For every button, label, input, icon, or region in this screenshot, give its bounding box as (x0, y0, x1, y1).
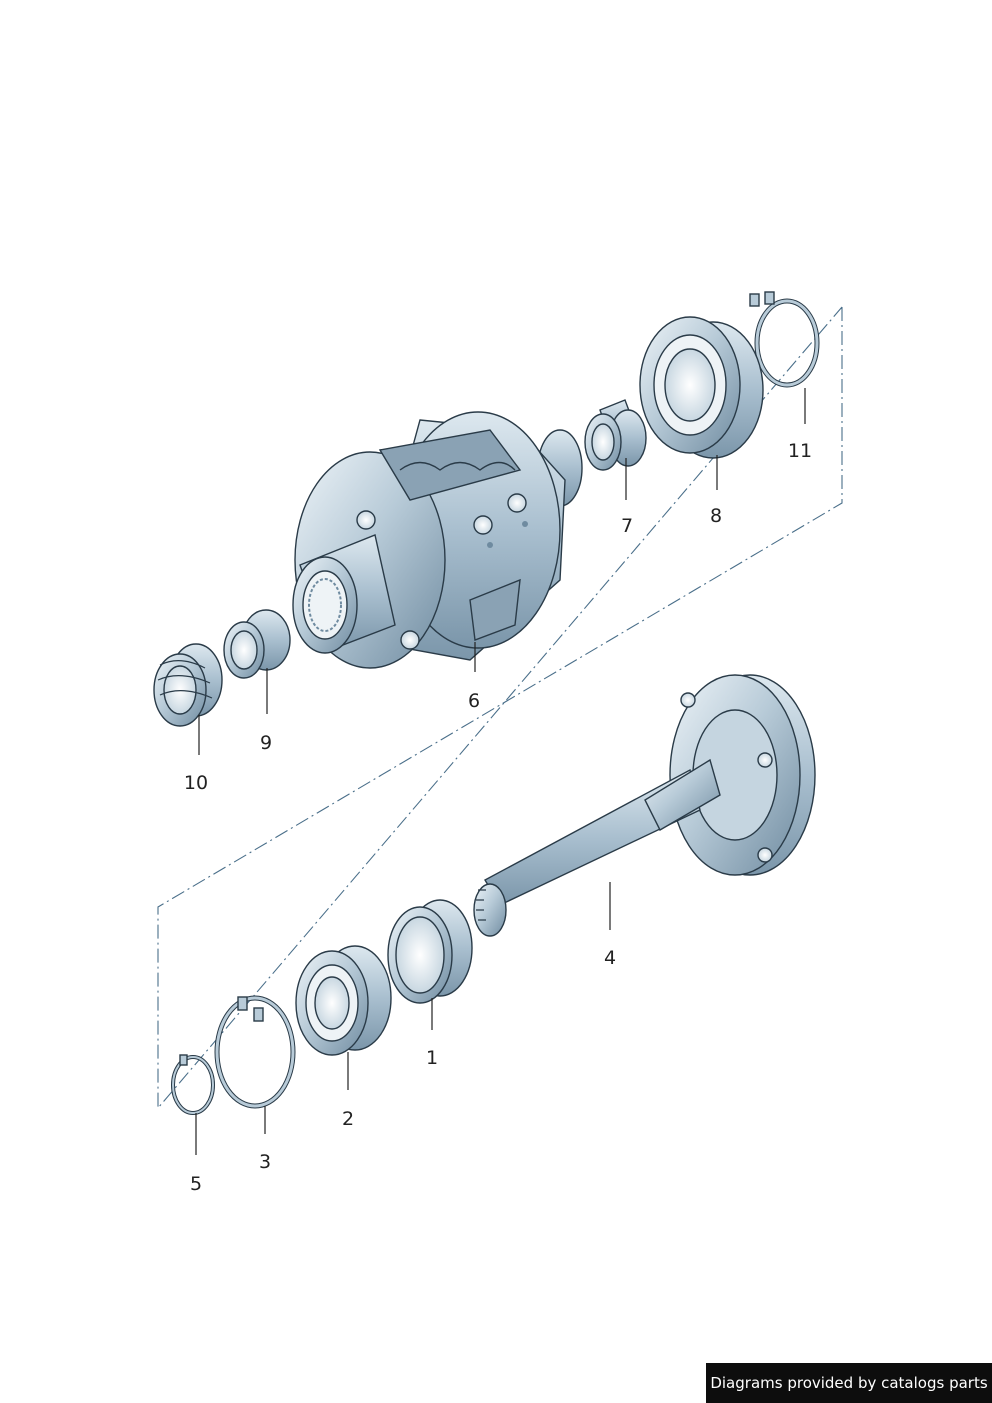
callout-11: 11 (788, 440, 812, 462)
callout-5: 5 (190, 1173, 202, 1195)
part-5-small-circlip (171, 1054, 215, 1115)
part-3-circlip (214, 995, 296, 1109)
diagram-credit-badge: Diagrams provided by catalogs parts (706, 1363, 992, 1403)
assembly-axis-line (157, 306, 843, 1110)
callout-2: 2 (342, 1108, 354, 1130)
part-11-circlip (749, 291, 820, 388)
callout-6: 6 (468, 690, 480, 712)
part-8-ball-bearing (639, 316, 764, 459)
callout-9: 9 (260, 732, 272, 754)
part-2-ball-bearing (295, 945, 392, 1056)
part-6-differential-housing (292, 411, 583, 669)
part-10-threaded-ring (153, 643, 223, 727)
callout-10: 10 (184, 772, 208, 794)
callout-7: 7 (621, 515, 633, 537)
part-9-needle-bearing (223, 609, 291, 679)
part-4-flange-shaft (473, 674, 816, 937)
callout-4: 4 (604, 947, 616, 969)
part-7-needle-bearing (584, 399, 647, 471)
callout-8: 8 (710, 505, 722, 527)
callout-1: 1 (426, 1047, 438, 1069)
callout-3: 3 (259, 1151, 271, 1173)
diagram-credit-text: Diagrams provided by catalogs parts (710, 1374, 988, 1392)
part-1-seal-ring (387, 899, 473, 1004)
